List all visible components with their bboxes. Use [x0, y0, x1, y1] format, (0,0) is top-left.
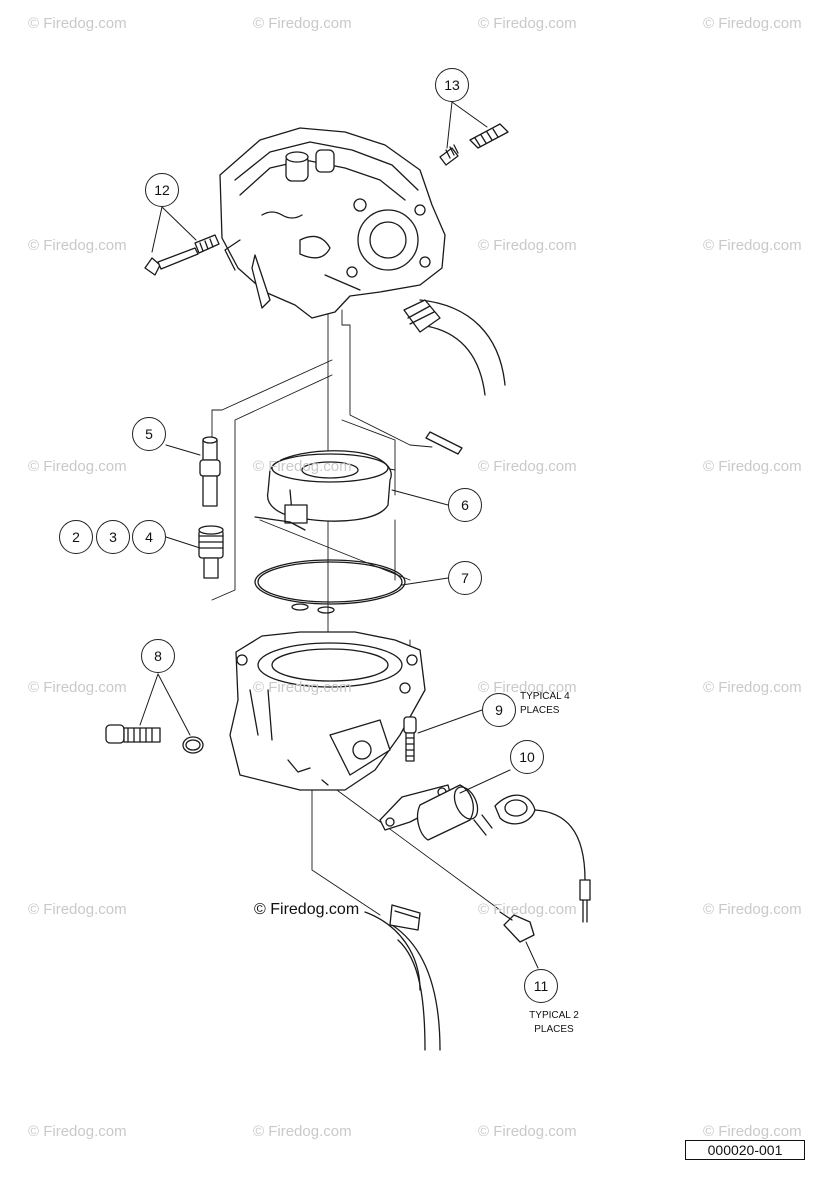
callout-13: 13 — [435, 68, 469, 102]
watermark: © Firedog.com — [703, 15, 802, 32]
watermark: © Firedog.com — [253, 679, 352, 696]
watermark: © Firedog.com — [478, 679, 577, 696]
note-line: TYPICAL 4 — [520, 691, 570, 702]
watermark: © Firedog.com — [478, 458, 577, 475]
note-line: PLACES — [534, 1024, 574, 1035]
watermark: © Firedog.com — [703, 237, 802, 254]
part-8-drain-screw — [105, 724, 204, 754]
watermark: © Firedog.com — [28, 1123, 127, 1140]
note-line: PLACES — [520, 705, 560, 716]
watermark: © Firedog.com — [253, 15, 352, 32]
float-bowl — [229, 631, 426, 791]
note-line: TYPICAL 2 — [529, 1010, 579, 1021]
watermark: © Firedog.com — [703, 679, 802, 696]
watermark: © Firedog.com — [28, 15, 127, 32]
part-6-float — [254, 450, 392, 531]
callout-2: 2 — [59, 520, 93, 554]
watermark: © Firedog.com — [478, 15, 577, 32]
callout-11: 11 — [524, 969, 558, 1003]
watermark: © Firedog.com — [28, 237, 127, 254]
carburetor-body — [219, 127, 446, 319]
figure-code-label: 000020-001 — [685, 1140, 805, 1160]
callout-4: 4 — [132, 520, 166, 554]
assembly-guide-lines — [211, 309, 501, 916]
upper-fuel-hose — [403, 299, 506, 396]
watermark: © Firedog.com — [703, 1123, 802, 1140]
watermark: © Firedog.com — [28, 901, 127, 918]
part-13-screw-spring — [439, 123, 509, 166]
watermark: © Firedog.com — [478, 1123, 577, 1140]
callout-10: 10 — [510, 740, 544, 774]
callout-5: 5 — [132, 417, 166, 451]
leader-lines — [139, 101, 539, 969]
watermark: © Firedog.com — [703, 458, 802, 475]
float-pin — [425, 431, 463, 455]
watermark: © Firedog.com — [28, 458, 127, 475]
part-12-screw-spring — [144, 234, 220, 276]
watermark: © Firedog.com — [703, 901, 802, 918]
typical-4-places-note: TYPICAL 4 PLACES — [520, 690, 570, 718]
callout-12: 12 — [145, 173, 179, 207]
part-10-solenoid — [379, 784, 591, 923]
typical-2-places-note: TYPICAL 2 PLACES — [519, 1009, 589, 1037]
lower-fuel-hose — [364, 904, 441, 1051]
callout-3: 3 — [96, 520, 130, 554]
part-9-screw — [403, 716, 417, 762]
part-2-4-jet — [198, 525, 224, 579]
part-7-gasket — [254, 559, 406, 614]
callout-9: 9 — [482, 693, 516, 727]
callout-7: 7 — [448, 561, 482, 595]
callout-8: 8 — [141, 639, 175, 673]
watermark: © Firedog.com — [253, 458, 352, 475]
watermark: © Firedog.com — [28, 679, 127, 696]
part-11-screw — [499, 911, 535, 943]
copyright-credit: © Firedog.com — [254, 901, 360, 918]
watermark: © Firedog.com — [253, 1123, 352, 1140]
watermark: © Firedog.com — [478, 237, 577, 254]
part-5-nozzle — [199, 436, 221, 507]
callout-6: 6 — [448, 488, 482, 522]
watermark: © Firedog.com — [478, 901, 577, 918]
